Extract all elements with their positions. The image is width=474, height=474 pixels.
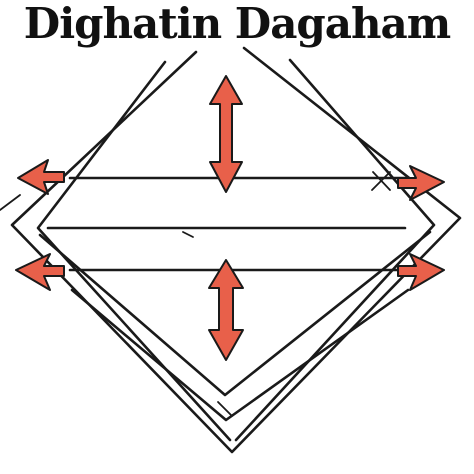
bottom-vertical-arrow [208, 259, 244, 361]
lower-right-arrow-icon [397, 253, 445, 291]
left-arrows [15, 159, 65, 291]
right-arrows [397, 165, 445, 291]
top-vertical-arrow [209, 75, 243, 193]
lower-left-arrow-icon [15, 253, 65, 291]
upper-left-arrow-icon [17, 159, 65, 195]
bottom-vertical-arrow-icon [208, 259, 244, 361]
upper-right-arrow-icon [397, 165, 445, 201]
inner-diamond [38, 171, 432, 422]
diagram-title: Dighatin Dagaham [23, 0, 451, 48]
top-vertical-arrow-icon [209, 75, 243, 193]
